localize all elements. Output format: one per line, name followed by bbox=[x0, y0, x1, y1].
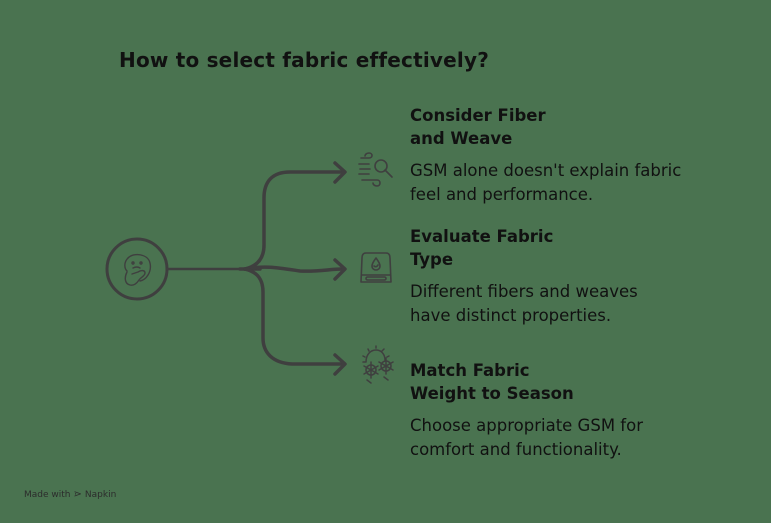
branch-heading: Consider Fiber and Weave bbox=[410, 104, 750, 150]
branch-description-line: GSM alone doesn't explain fabric bbox=[410, 161, 682, 180]
made-with-label: Made with bbox=[24, 489, 71, 500]
branch-description-line: Different fibers and weaves bbox=[410, 282, 638, 301]
branch-description: Choose appropriate GSM for comfort and f… bbox=[410, 414, 750, 462]
branch-heading-line: Consider Fiber bbox=[410, 106, 546, 125]
diagram-title: How to select fabric effectively? bbox=[119, 48, 489, 72]
branch-description-line: comfort and functionality. bbox=[410, 440, 622, 459]
branch-heading-line: Match Fabric bbox=[410, 361, 530, 380]
branch-description-line: have distinct properties. bbox=[410, 306, 612, 325]
made-with-napkin-footer[interactable]: Made with ⋗ Napkin bbox=[24, 489, 116, 500]
branch-evaluate-fabric-type: Evaluate Fabric Type Different fibers an… bbox=[410, 225, 750, 328]
fabric-drop-machine-icon bbox=[360, 252, 392, 283]
napkin-logo-icon: ⋗ bbox=[73, 489, 82, 500]
connector-top bbox=[243, 170, 344, 271]
wind-magnifier-icon bbox=[358, 152, 393, 187]
branch-match-weight-season: Match Fabric Weight to Season Choose app… bbox=[410, 359, 750, 462]
branch-description: Different fibers and weaves have distinc… bbox=[410, 280, 750, 328]
sun-snowflake-icon bbox=[362, 345, 394, 384]
branch-heading-line: Weight to Season bbox=[410, 384, 574, 403]
branch-heading-line: Type bbox=[410, 250, 454, 269]
branch-description-line: feel and performance. bbox=[410, 185, 594, 204]
branch-heading-line: and Weave bbox=[410, 129, 513, 148]
thinking-face-icon bbox=[124, 253, 152, 286]
branch-heading: Evaluate Fabric Type bbox=[410, 225, 750, 271]
center-node bbox=[105, 237, 169, 301]
napkin-brand-label: Napkin bbox=[84, 489, 117, 500]
branch-description-line: Choose appropriate GSM for bbox=[410, 416, 643, 435]
connector-middle bbox=[243, 265, 344, 273]
branch-heading-line: Evaluate Fabric bbox=[410, 227, 554, 246]
branch-description: GSM alone doesn't explain fabric feel an… bbox=[410, 159, 750, 207]
branch-heading: Match Fabric Weight to Season bbox=[410, 359, 750, 405]
connector-bottom bbox=[243, 267, 344, 366]
branch-consider-fiber-weave: Consider Fiber and Weave GSM alone doesn… bbox=[410, 104, 750, 207]
